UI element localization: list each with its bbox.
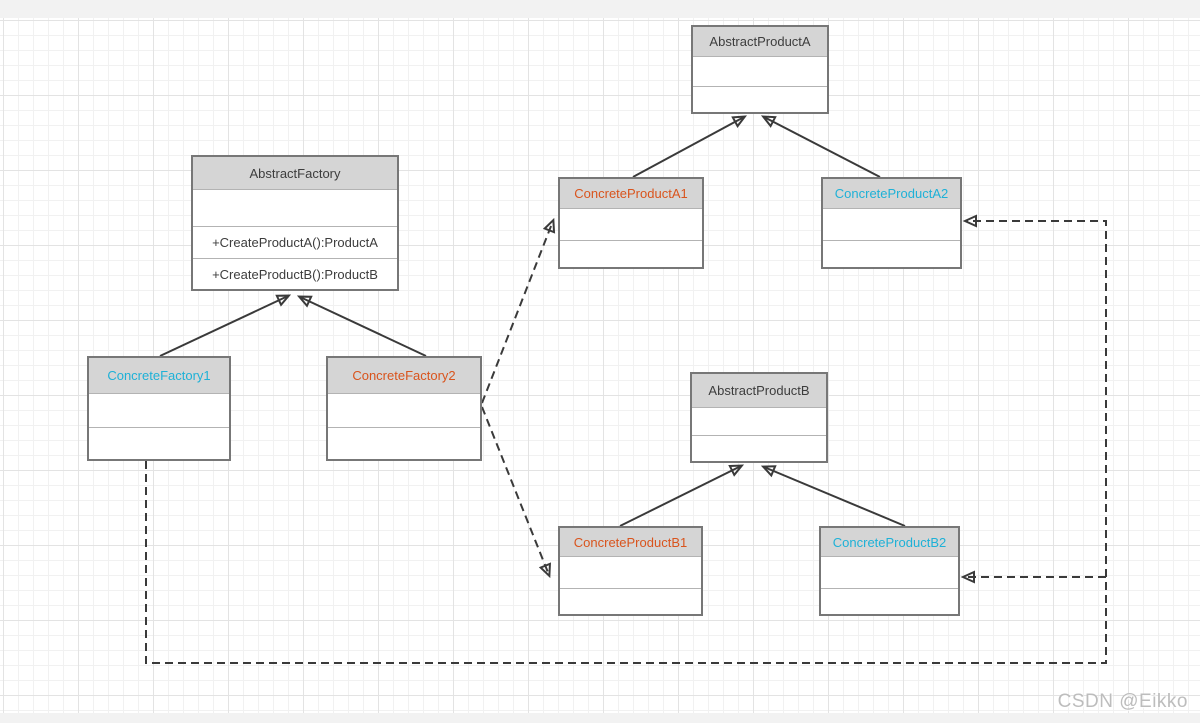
class-title: ConcreteFactory1 — [89, 358, 229, 394]
class-title: ConcreteProductA1 — [560, 179, 702, 209]
inheritance-edge-concretefactory1-abstractfactory[interactable] — [159, 294, 292, 357]
class-methods-compartment — [823, 241, 960, 267]
class-concrete-product-a2[interactable]: ConcreteProductA2 — [821, 177, 962, 269]
class-abstract-product-a[interactable]: AbstractProductA — [691, 25, 829, 114]
class-attributes-compartment — [89, 394, 229, 428]
class-attributes-compartment — [692, 408, 826, 436]
class-methods-compartment — [693, 87, 827, 112]
class-attributes-compartment — [560, 557, 701, 589]
dependency-edge-concretefactory1-concreteproducta2[interactable] — [145, 214, 1107, 664]
class-attributes-compartment — [821, 557, 958, 589]
class-method-row: +CreateProductA():ProductA — [193, 227, 397, 259]
class-abstract-product-b[interactable]: AbstractProductB — [690, 372, 828, 463]
class-title: ConcreteFactory2 — [328, 358, 480, 394]
class-concrete-factory2[interactable]: ConcreteFactory2 — [326, 356, 482, 461]
class-title: ConcreteProductB2 — [821, 528, 958, 557]
class-concrete-product-a1[interactable]: ConcreteProductA1 — [558, 177, 704, 269]
class-concrete-factory1[interactable]: ConcreteFactory1 — [87, 356, 231, 461]
class-concrete-product-b1[interactable]: ConcreteProductB1 — [558, 526, 703, 616]
inheritance-edge-concretefactory2-abstractfactory[interactable] — [296, 295, 427, 357]
class-concrete-product-b2[interactable]: ConcreteProductB2 — [819, 526, 960, 616]
class-title: AbstractProductA — [693, 27, 827, 57]
class-attributes-compartment — [193, 190, 397, 227]
class-methods-compartment — [89, 428, 229, 459]
class-methods-compartment — [328, 428, 480, 459]
class-methods-compartment — [821, 589, 958, 614]
class-title: ConcreteProductA2 — [823, 179, 960, 209]
inheritance-edge-concreteproductb2-abstractproductb[interactable] — [760, 465, 906, 527]
class-attributes-compartment — [693, 57, 827, 87]
inheritance-edge-concreteproductb1-abstractproductb[interactable] — [619, 464, 745, 527]
class-abstract-factory[interactable]: AbstractFactory +CreateProductA():Produc… — [191, 155, 399, 291]
dependency-edge-concretefactory2-concreteproducta1[interactable] — [481, 217, 556, 404]
class-title: AbstractProductB — [692, 374, 826, 408]
class-methods-compartment — [692, 436, 826, 461]
grid-background — [0, 18, 1200, 713]
class-attributes-compartment — [560, 209, 702, 241]
inheritance-edge-concreteproducta2-abstractproducta[interactable] — [760, 115, 881, 178]
class-title: ConcreteProductB1 — [560, 528, 701, 557]
dependency-edge-concretefactory2-concreteproductb1[interactable] — [481, 406, 552, 579]
class-methods-compartment — [560, 589, 701, 614]
class-attributes-compartment — [328, 394, 480, 428]
watermark: CSDN @Eikko — [1057, 691, 1188, 712]
class-method-row: +CreateProductB():ProductB — [212, 266, 378, 282]
class-title: AbstractFactory — [193, 157, 397, 190]
inheritance-edge-concreteproducta1-abstractproducta[interactable] — [632, 115, 748, 178]
class-methods-compartment — [560, 241, 702, 267]
class-attributes-compartment — [823, 209, 960, 241]
